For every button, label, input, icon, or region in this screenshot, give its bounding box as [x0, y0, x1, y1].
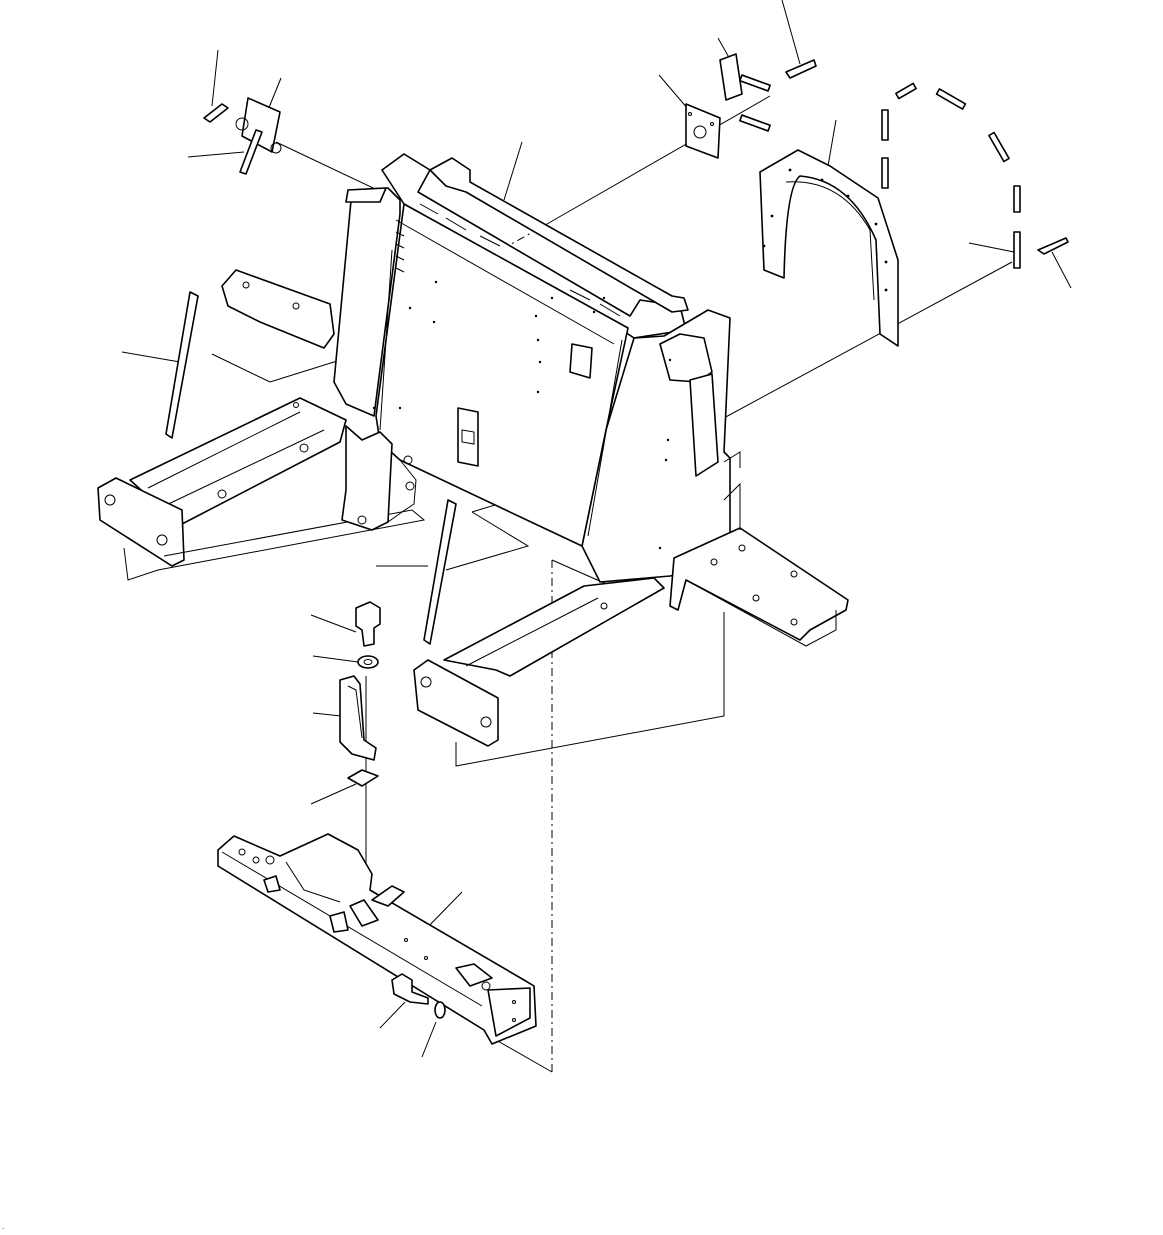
left-pillar — [333, 187, 401, 417]
lower-hatch — [457, 407, 479, 467]
top-right-parts — [685, 53, 817, 159]
core-opening — [569, 343, 593, 379]
corner-mark: . — [2, 1222, 5, 1231]
clip-6 — [1013, 185, 1021, 213]
left-arm-end-plate — [97, 477, 185, 567]
clip-pair-top — [719, 53, 743, 101]
leader-line-seal-left — [121, 351, 181, 363]
fan-shroud-group — [759, 82, 1069, 347]
leader-line-bracket-mount — [312, 712, 342, 717]
bolt-right — [1037, 237, 1069, 255]
washer-top-left — [203, 103, 229, 123]
leader-line-pin-top-left — [187, 151, 245, 158]
bolt-top-right — [785, 59, 817, 79]
leader-line-pad-mount — [310, 783, 357, 805]
leader-line-bolt-top-right — [781, 0, 801, 65]
leader-line-clip-right — [968, 242, 1015, 253]
mount-bolt — [355, 601, 381, 647]
right-arm — [413, 451, 849, 747]
mounting-plate — [685, 103, 721, 159]
clip-1 — [895, 82, 917, 100]
mount-pad — [347, 769, 379, 787]
support-beam — [217, 833, 537, 1045]
leader-line-radiator-core — [503, 141, 523, 201]
mount-washer — [357, 655, 379, 669]
core-panel — [375, 203, 629, 547]
left-arm — [97, 269, 426, 581]
clip-7 — [1013, 231, 1021, 269]
leader-line-washer-top-left — [211, 49, 219, 107]
pin-top-left — [239, 129, 263, 175]
clip-2 — [935, 88, 967, 110]
seal-strip-bottom — [423, 499, 457, 645]
right-bracket — [669, 527, 849, 641]
mount-bracket — [339, 675, 377, 761]
clip-4 — [881, 109, 889, 141]
leader-line-bolt-right — [1051, 251, 1072, 289]
leader-line-washer-mount — [312, 655, 359, 663]
leader-line-bolt-mount — [310, 614, 357, 633]
seal-strips — [165, 291, 457, 645]
clip-3 — [988, 131, 1010, 163]
mount-stack — [339, 601, 381, 787]
leader-line-clip-top-left — [267, 77, 282, 111]
small-clip-top-left — [241, 97, 281, 153]
leader-line-bolt-bottom — [379, 1001, 406, 1029]
right-arm-end-plate — [413, 659, 499, 747]
leader-line-washer-bottom — [421, 1021, 437, 1058]
washer-bottom — [434, 1001, 446, 1019]
seal-strip-left — [165, 291, 199, 439]
top-left-parts — [203, 97, 282, 175]
fan-shroud — [759, 149, 899, 347]
leader-line-fan-shroud — [827, 119, 837, 167]
bolt-bottom — [391, 973, 429, 1005]
leader-lines — [121, 0, 1072, 1058]
clip-5 — [881, 157, 889, 189]
radiator-frame-assembly — [333, 153, 731, 583]
